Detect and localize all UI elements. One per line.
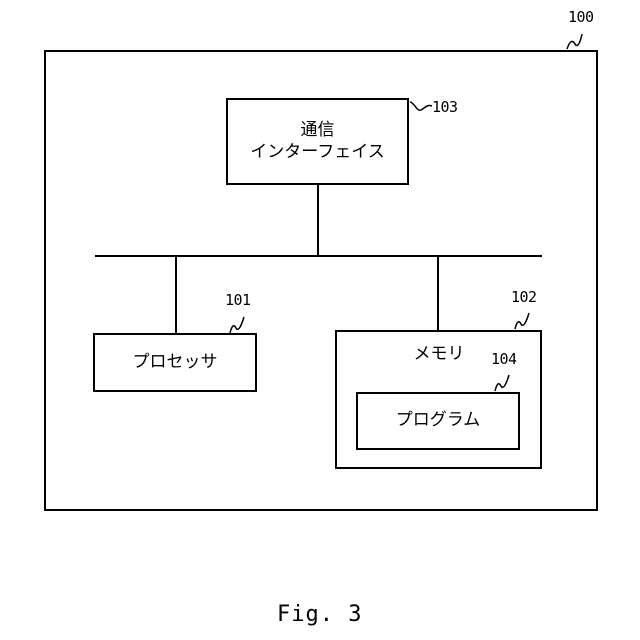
program-leader-line [493, 372, 511, 392]
communication-interface-line2: インターフェイス [226, 141, 409, 163]
memory-connector [437, 256, 439, 331]
system-bus [95, 255, 542, 257]
memory-label: メモリ [395, 343, 483, 365]
processor-ref-number: 101 [225, 291, 251, 309]
device-ref-number: 100 [568, 8, 594, 26]
program-label: プログラム [356, 409, 520, 431]
processor-connector [175, 256, 177, 334]
memory-leader-line [513, 310, 531, 330]
communication-interface-line1: 通信 [226, 119, 409, 141]
communication-interface-leader-line [409, 100, 433, 114]
program-ref-number: 104 [491, 350, 517, 368]
communication-interface-ref-number: 103 [432, 98, 458, 116]
interface-connector [317, 185, 319, 256]
figure-caption: Fig. 3 [277, 602, 362, 627]
device-leader-line [566, 30, 586, 50]
processor-label: プロセッサ [93, 351, 257, 373]
memory-ref-number: 102 [511, 288, 537, 306]
communication-interface-label: 通信 インターフェイス [226, 119, 409, 163]
processor-leader-line [228, 314, 246, 334]
